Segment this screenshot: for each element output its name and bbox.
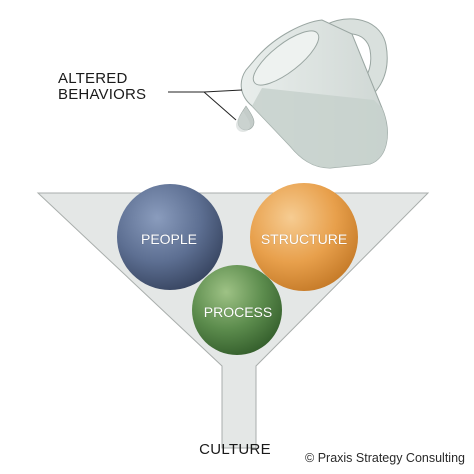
structure-circle bbox=[250, 183, 358, 291]
people-label: PEOPLE bbox=[140, 231, 198, 247]
copyright-credit: © Praxis Strategy Consulting bbox=[305, 451, 465, 465]
structure-label: STRUCTURE bbox=[260, 231, 348, 247]
callout-line bbox=[203, 91, 237, 121]
water-drop-icon bbox=[236, 111, 250, 132]
altered-label-line: ALTERED bbox=[58, 70, 128, 87]
process-circle bbox=[192, 265, 282, 355]
callout-line bbox=[203, 89, 243, 93]
process-label: PROCESS bbox=[203, 304, 273, 320]
jug-rim bbox=[252, 30, 320, 86]
jug-water bbox=[252, 88, 388, 168]
behaviors-label-line: BEHAVIORS bbox=[58, 86, 147, 103]
people-circle bbox=[117, 184, 223, 290]
culture-label: CULTURE bbox=[199, 441, 271, 458]
altered-behaviors-label: ALTERED BEHAVIORS bbox=[58, 71, 146, 103]
